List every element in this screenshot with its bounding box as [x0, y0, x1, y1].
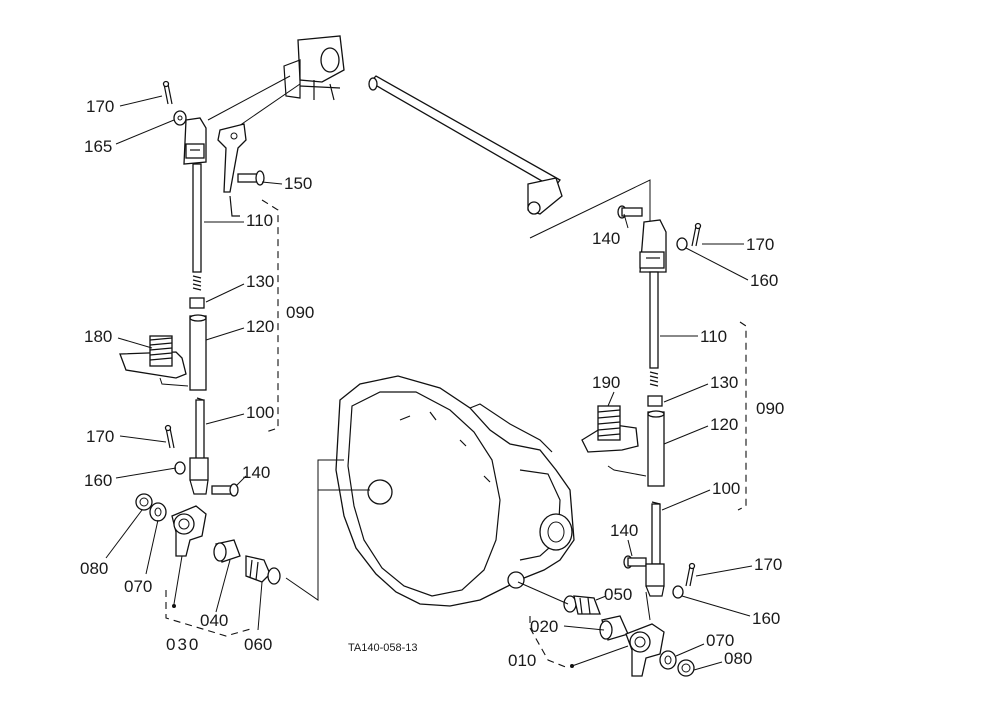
part-label: 140: [592, 229, 621, 248]
part-label: 110: [700, 327, 728, 346]
part-label: 060: [244, 635, 273, 654]
part-label: 010: [508, 651, 537, 670]
washer-160-right-top: [676, 237, 688, 251]
cross-shaft: [368, 75, 563, 215]
part-label: 130: [246, 272, 275, 291]
part-label: 170: [86, 97, 115, 116]
bushing-020: [599, 615, 629, 641]
pin-140-right-lower: [623, 555, 647, 569]
part-label: 180: [84, 327, 113, 346]
part-label: 170: [86, 427, 115, 446]
upper-clevis-right: [639, 219, 667, 273]
right-linkage-assembly: [517, 205, 747, 677]
part-label: 170: [746, 235, 775, 254]
part-label: 120: [710, 415, 739, 434]
part-label: 110: [246, 211, 274, 230]
lower-clevis-left: [189, 457, 209, 495]
left-linkage-assembly: [119, 35, 345, 637]
bushing-040: [213, 539, 241, 563]
part-label: 150: [284, 174, 313, 193]
part-label: 190: [592, 373, 621, 392]
sleeve-120-left: [189, 314, 207, 391]
part-label: 070: [124, 577, 153, 596]
part-label: 160: [84, 471, 113, 490]
rod-100-left: [195, 397, 205, 461]
washer-165: [173, 110, 187, 126]
washer-160-left: [174, 461, 186, 475]
washer-070-left: [149, 502, 167, 522]
spring-190: [581, 405, 639, 453]
part-label: 120: [246, 317, 275, 336]
part-label: 100: [246, 403, 275, 422]
shaft-050: [563, 595, 601, 615]
nut-080-right: [677, 659, 695, 677]
part-label: 100: [712, 479, 741, 498]
part-label: 020: [530, 617, 559, 636]
nut-130-left: [189, 297, 205, 309]
washer-070-right: [659, 650, 677, 670]
part-label: 140: [610, 521, 639, 540]
part-label: 080: [80, 559, 109, 578]
part-label: 140: [242, 463, 271, 482]
rod-100-right: [651, 501, 661, 565]
upper-clevis-left: [183, 117, 207, 165]
spring-180: [119, 335, 187, 379]
leader-lines: [105, 95, 753, 671]
part-label: 080: [724, 649, 753, 668]
pin-140-left: [211, 483, 239, 497]
cotter-pin-170-right-top: [691, 222, 702, 247]
pin-150: [237, 170, 265, 186]
rod-110-left: [192, 163, 202, 291]
part-label: 165: [84, 137, 113, 156]
lever-010: [625, 623, 665, 677]
part-label: 040: [200, 611, 229, 630]
part-label: 090: [286, 303, 315, 322]
shaft-060: [245, 555, 281, 585]
lever-030: [171, 505, 207, 557]
part-label: 090: [756, 399, 785, 418]
part-label: 130: [710, 373, 739, 392]
part-label: 070: [706, 631, 735, 650]
nut-130-right: [647, 395, 663, 407]
lever-arm-left: [217, 123, 247, 217]
nut-080-left: [135, 493, 153, 511]
sleeve-120-right: [647, 410, 665, 487]
washer-160-right-lower: [672, 585, 684, 599]
cotter-pin-170-left-top: [162, 80, 173, 105]
transmission-housing: [335, 375, 575, 607]
diagram-code: TA140-058-13: [348, 642, 418, 654]
part-label: 170: [754, 555, 783, 574]
upper-bracket: [283, 35, 345, 101]
pin-140-right-top: [617, 205, 643, 219]
part-label: 160: [752, 609, 781, 628]
cotter-pin-170-right-lower: [685, 562, 696, 587]
part-label: 030: [166, 635, 201, 654]
part-label: 050: [604, 585, 633, 604]
part-label: 160: [750, 271, 779, 290]
cotter-pin-170-left-lower: [164, 424, 175, 449]
rod-110-right: [649, 271, 659, 387]
lower-clevis-right: [645, 563, 665, 597]
